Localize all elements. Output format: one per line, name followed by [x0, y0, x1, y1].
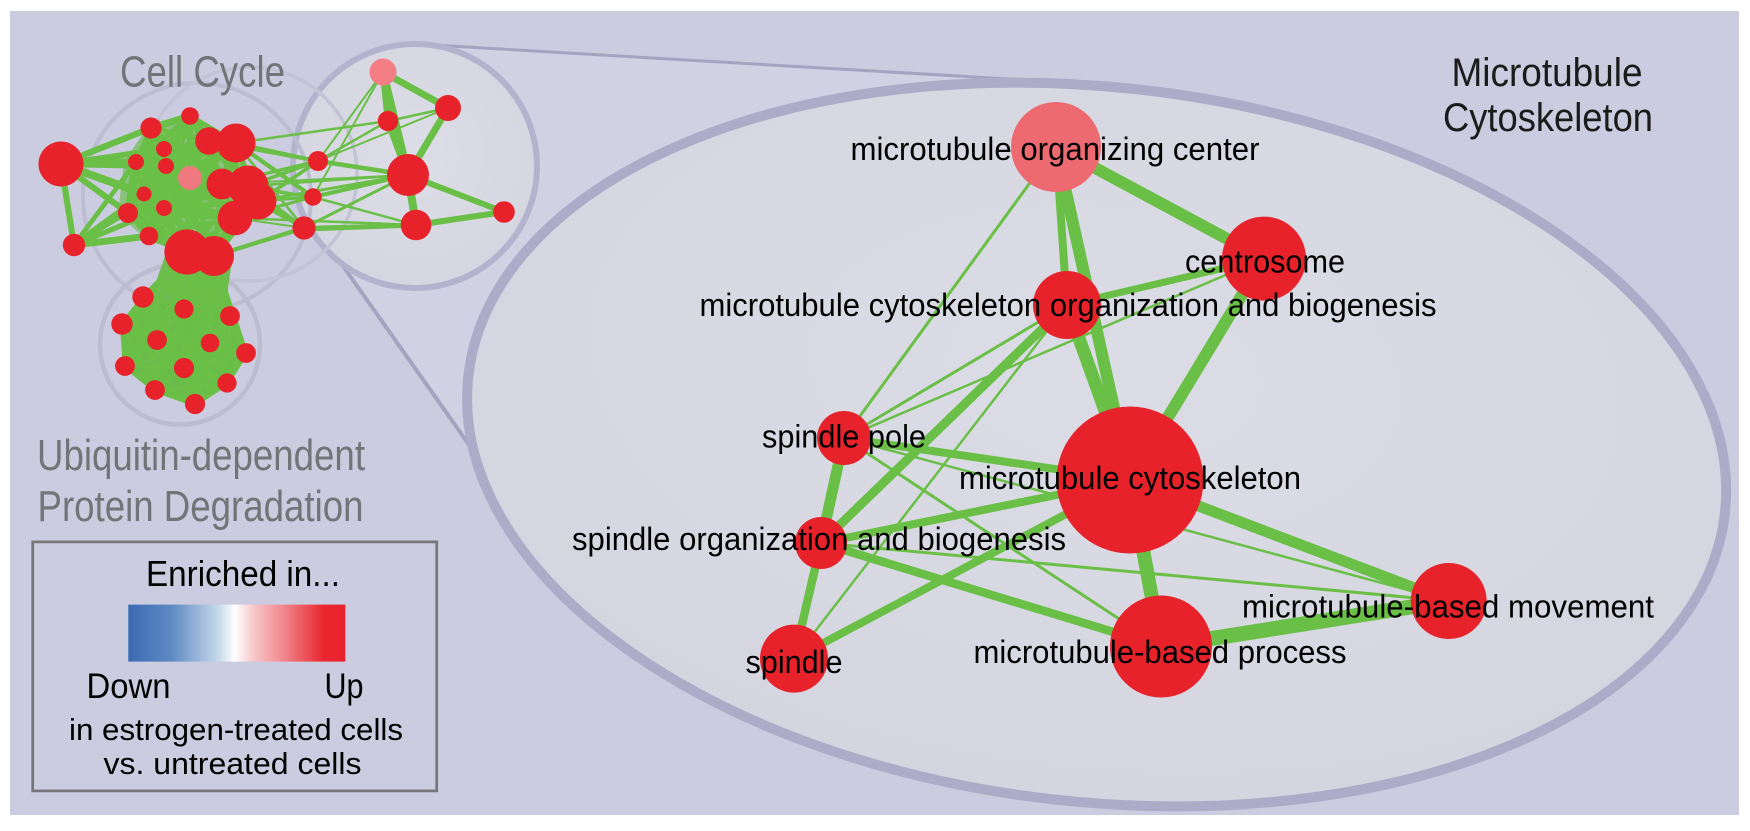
svg-text:microtubule cytoskeleton: microtubule cytoskeleton — [959, 460, 1301, 496]
svg-text:vs. untreated cells: vs. untreated cells — [104, 746, 362, 781]
svg-text:Down: Down — [87, 667, 171, 706]
svg-text:Enriched in...: Enriched in... — [146, 553, 340, 594]
svg-text:microtubule-based movement: microtubule-based movement — [1242, 588, 1654, 624]
svg-text:spindle organization and bioge: spindle organization and biogenesis — [572, 521, 1066, 557]
svg-text:Up: Up — [325, 667, 364, 706]
svg-text:Protein Degradation: Protein Degradation — [38, 482, 364, 531]
svg-text:Cell Cycle: Cell Cycle — [120, 48, 285, 97]
svg-text:spindle pole: spindle pole — [762, 419, 926, 455]
svg-text:in estrogen-treated cells: in estrogen-treated cells — [69, 712, 403, 747]
svg-text:spindle: spindle — [746, 644, 843, 680]
svg-text:Microtubule: Microtubule — [1452, 51, 1643, 95]
svg-text:microtubule organizing center: microtubule organizing center — [851, 131, 1260, 167]
svg-text:Cytoskeleton: Cytoskeleton — [1443, 96, 1653, 140]
svg-text:microtubule-based process: microtubule-based process — [974, 634, 1347, 670]
svg-text:Ubiquitin-dependent: Ubiquitin-dependent — [37, 431, 365, 480]
svg-text:centrosome: centrosome — [1185, 244, 1345, 280]
svg-text:microtubule cytoskeleton organ: microtubule cytoskeleton organization an… — [700, 287, 1437, 323]
